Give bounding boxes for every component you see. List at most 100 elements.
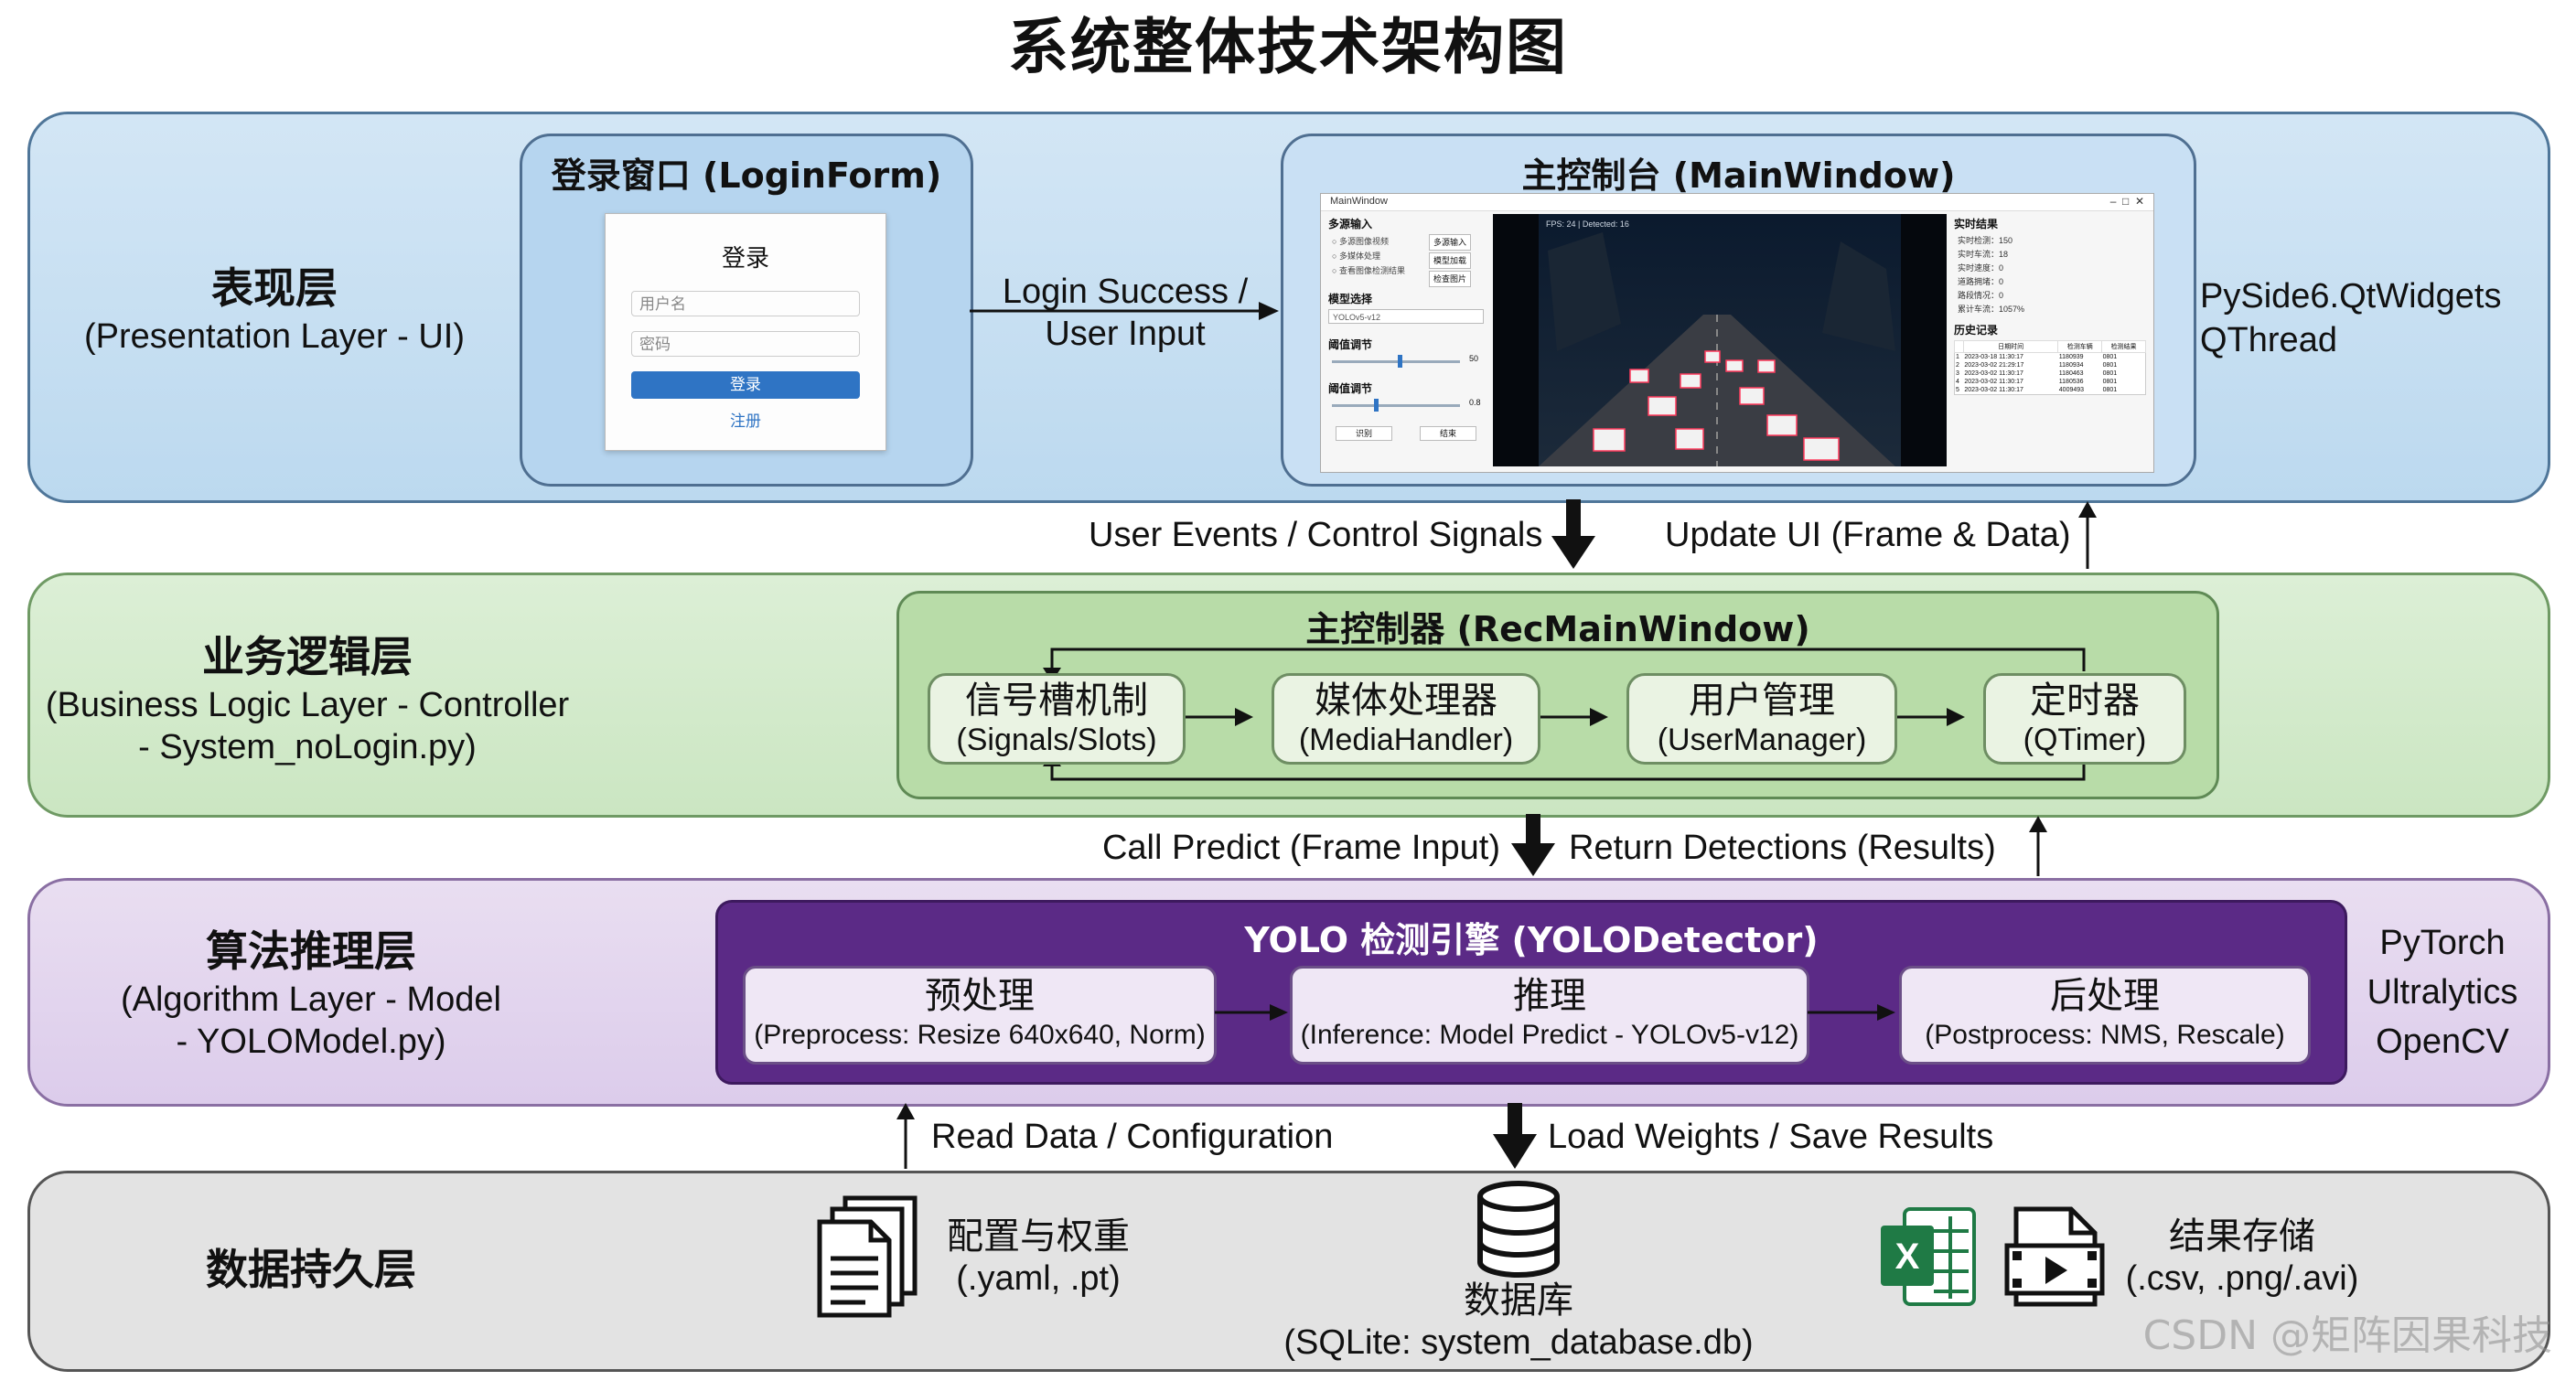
results-panel: 实时结果 实时检测：150 实时车流：18 实时速度：0 道路拥堵：0 路段情况… bbox=[1954, 214, 2148, 466]
source-header: 多源输入 bbox=[1328, 218, 1373, 230]
control-panel: 多源输入 ○ 多源图像视频 ○ 多媒体处理 ○ 查看图像检测结果 多源输入 模型… bbox=[1328, 214, 1489, 466]
database-icon bbox=[1477, 1181, 1560, 1278]
threshold-slider-2[interactable] bbox=[1332, 404, 1460, 407]
threshold-slider-2-handle[interactable] bbox=[1374, 399, 1379, 412]
tech-ultralytics: Ultralytics bbox=[2367, 973, 2518, 1012]
register-link[interactable]: 注册 bbox=[730, 412, 761, 430]
alg-to-data-label: Load Weights / Save Results bbox=[1548, 1118, 1994, 1156]
threshold-value-1: 50 bbox=[1469, 354, 1479, 363]
preprocess-stage: 预处理 (Preprocess: Resize 640x640, Norm) bbox=[743, 966, 1217, 1065]
results-en: (.csv, .png/.avi) bbox=[2125, 1259, 2359, 1298]
login-form-heading: 登录 bbox=[721, 245, 769, 273]
threshold-slider-1[interactable] bbox=[1332, 360, 1460, 363]
main-window-title: 主控制台 (MainWindow) bbox=[1521, 155, 1956, 196]
stage-zh: 后处理 bbox=[2050, 975, 2160, 1017]
window-controls-icon[interactable]: – □ ✕ bbox=[2109, 195, 2144, 208]
biz-to-ui-arrow bbox=[2078, 501, 2097, 569]
data-to-alg-label: Read Data / Configuration bbox=[931, 1118, 1334, 1156]
history-header: 历史记录 bbox=[1954, 324, 1999, 337]
source-buttons: 多源输入 模型加载 检查图片 bbox=[1429, 234, 1472, 287]
stat-line: 实时检测：150 bbox=[1958, 236, 2013, 245]
source-options: ○ 多源图像视频 ○ 多媒体处理 ○ 查看图像检测结果 bbox=[1332, 234, 1405, 278]
module-en: (QTimer) bbox=[2023, 723, 2147, 757]
pre-to-infer-arrow bbox=[1215, 1004, 1288, 1021]
biz-to-alg-arrow bbox=[1511, 814, 1555, 876]
source-option-radio[interactable]: ○ 多媒体处理 bbox=[1332, 252, 1380, 261]
csdn-watermark: CSDN @矩阵因果科技 bbox=[2142, 1312, 2552, 1359]
stat-line: 实时车流：18 bbox=[1958, 250, 2009, 259]
data-layer-label: 数据持久层 bbox=[137, 1242, 485, 1297]
database-zh: 数据库 bbox=[1464, 1279, 1573, 1322]
diagram-title: 系统整体技术架构图 bbox=[1008, 12, 1568, 82]
threshold-value-2: 0.8 bbox=[1469, 398, 1481, 407]
excel-icon: X bbox=[1881, 1207, 1976, 1306]
module-zh: 媒体处理器 bbox=[1315, 680, 1497, 722]
source-option-radio[interactable]: ○ 多源图像视频 bbox=[1332, 237, 1389, 246]
data-layer-zh: 数据持久层 bbox=[206, 1245, 416, 1294]
stat-line: 累计车流：1057% bbox=[1958, 305, 2025, 314]
media-handler-module: 媒体处理器 (MediaHandler) bbox=[1272, 673, 1540, 765]
detector-title: YOLO 检测引擎 (YOLODetector) bbox=[1244, 920, 1819, 960]
main-window-caption: MainWindow bbox=[1330, 196, 1388, 207]
qtimer-module: 定时器 (QTimer) bbox=[1983, 673, 2186, 765]
username-input[interactable]: 用户名 bbox=[631, 291, 860, 316]
stat-line: 实时速度：0 bbox=[1958, 263, 2004, 273]
main-window-titlebar: MainWindow – □ ✕ bbox=[1321, 194, 2153, 211]
stat-line: 路段情况：0 bbox=[1958, 291, 2004, 300]
module-zh: 信号槽机制 bbox=[965, 680, 1148, 722]
tech-opencv: OpenCV bbox=[2376, 1022, 2509, 1061]
tech-pytorch: PyTorch bbox=[2379, 924, 2506, 962]
login-button[interactable]: 登录 bbox=[631, 371, 860, 399]
video-preview: FPS: 24 | Detected: 16 bbox=[1493, 214, 1947, 466]
algorithm-tech-stack: PyTorch Ultralytics OpenCV bbox=[2351, 918, 2534, 1066]
login-success-label-2: User Input bbox=[1045, 315, 1206, 353]
inference-stage: 推理 (Inference: Model Predict - YOLOv5-v1… bbox=[1290, 966, 1809, 1065]
alg-to-biz-arrow bbox=[2029, 816, 2047, 876]
login-form-title: 登录窗口 (LoginForm) bbox=[551, 155, 942, 196]
user-manager-module: 用户管理 (UserManager) bbox=[1626, 673, 1897, 765]
multi-source-button[interactable]: 多源输入 bbox=[1429, 234, 1472, 251]
result-stats: 实时检测：150 实时车流：18 实时速度：0 道路拥堵：0 路段情况：0 累计… bbox=[1958, 234, 2024, 316]
main-window-box: 主控制台 (MainWindow) MainWindow – □ ✕ 多源输入 … bbox=[1281, 134, 2196, 487]
vehicle-markers bbox=[1593, 350, 1840, 461]
biz-to-alg-label: Call Predict (Frame Input) bbox=[1101, 829, 1500, 867]
results-zh: 结果存储 bbox=[2169, 1215, 2315, 1258]
business-layer-zh: 业务逻辑层 bbox=[202, 632, 413, 681]
signals-slots-module: 信号槽机制 (Signals/Slots) bbox=[928, 673, 1186, 765]
password-input[interactable]: 密码 bbox=[631, 331, 860, 357]
postprocess-stage: 后处理 (Postprocess: NMS, Rescale) bbox=[1899, 966, 2311, 1065]
stage-en: (Inference: Model Predict - YOLOv5-v12) bbox=[1300, 1020, 1799, 1050]
algorithm-layer-label: 算法推理层 (Algorithm Layer - Model - YOLOMod… bbox=[64, 924, 558, 1063]
alg-to-data-arrow bbox=[1493, 1103, 1537, 1169]
threshold-header-1: 阈值调节 bbox=[1328, 338, 1373, 351]
config-storage-label: 配置与权重 (.yaml, .pt) bbox=[942, 1215, 1134, 1299]
business-layer-en-2: - System_noLogin.py) bbox=[138, 728, 477, 766]
data-to-alg-arrow bbox=[896, 1103, 915, 1169]
module-en: (Signals/Slots) bbox=[956, 723, 1157, 757]
controller-title: 主控制器 (RecMainWindow) bbox=[1305, 609, 1810, 649]
database-en: (SQLite: system_database.db) bbox=[1283, 1323, 1754, 1362]
recognize-button[interactable]: 识别 bbox=[1336, 426, 1392, 441]
algorithm-layer-en-2: - YOLOModel.py) bbox=[176, 1022, 446, 1061]
model-select[interactable]: YOLOv5-v12 bbox=[1328, 309, 1484, 324]
stage-en: (Preprocess: Resize 640x640, Norm) bbox=[754, 1020, 1206, 1050]
tech-pyside6: PySide6.QtWidgets bbox=[2200, 277, 2502, 316]
alg-to-biz-label: Return Detections (Results) bbox=[1569, 829, 1996, 867]
check-image-button[interactable]: 检查图片 bbox=[1429, 271, 1472, 287]
source-option-radio[interactable]: ○ 查看图像检测结果 bbox=[1332, 266, 1405, 275]
load-model-button[interactable]: 模型加载 bbox=[1429, 252, 1472, 269]
video-file-icon bbox=[2004, 1206, 2105, 1307]
config-en: (.yaml, .pt) bbox=[956, 1259, 1121, 1298]
threshold-slider-1-handle[interactable] bbox=[1398, 355, 1402, 368]
presentation-layer-zh: 表现层 bbox=[211, 263, 338, 313]
module-zh: 定时器 bbox=[2030, 680, 2140, 722]
presentation-layer-label: 表现层 (Presentation Layer - UI) bbox=[55, 261, 494, 358]
stop-button[interactable]: 结束 bbox=[1420, 426, 1476, 441]
result-header: 实时结果 bbox=[1954, 218, 1999, 230]
